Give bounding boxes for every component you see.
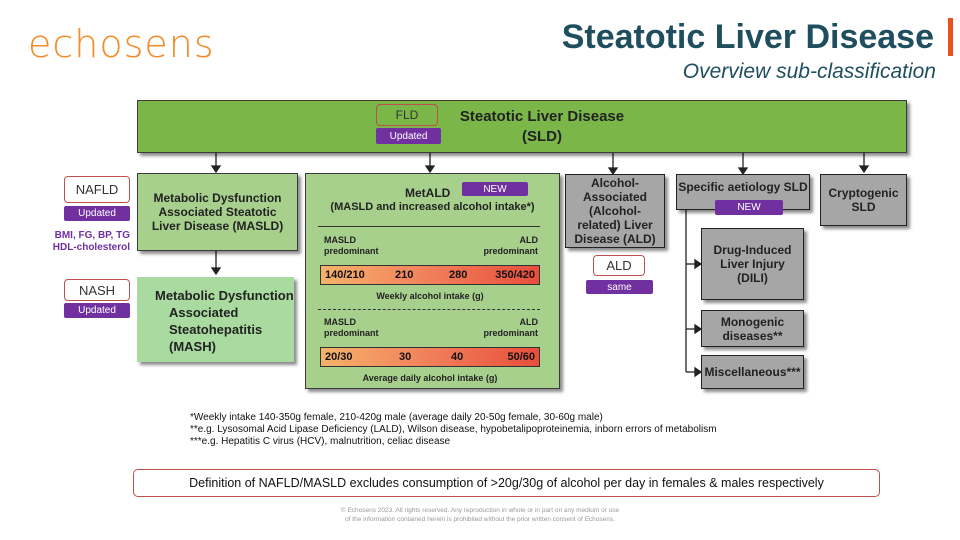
miscellaneous-box: Miscellaneous*** xyxy=(701,355,804,389)
cryptogenic-text: Cryptogenic SLD xyxy=(828,186,899,214)
metald-title: MetALD xyxy=(405,186,451,200)
monogenic-text: Monogenic diseases** xyxy=(720,314,785,343)
masld-updated-badge: Updated xyxy=(64,206,130,221)
weekly-value-3: 280 xyxy=(449,269,468,281)
nafld-old-tag: NAFLD xyxy=(64,176,130,203)
footnote-2: **e.g. Lysosomal Acid Lipase Deficiency … xyxy=(190,424,717,435)
copyright: © Echosens 2023. All rights reserved. An… xyxy=(240,506,720,524)
monogenic-box: Monogenic diseases** xyxy=(701,310,804,347)
weekly-caption: Weekly alcohol intake (g) xyxy=(376,291,484,301)
footnote-1: *Weekly intake 140-350g female, 210-420g… xyxy=(190,412,603,423)
title-accent-bar xyxy=(948,18,953,56)
mash-updated-badge: Updated xyxy=(64,303,130,318)
metald-new-badge: NEW xyxy=(462,182,528,196)
miscellaneous-text: Miscellaneous*** xyxy=(704,365,801,379)
metald-divider xyxy=(318,226,540,227)
specific-new-badge: NEW xyxy=(715,200,783,215)
masld-text: Metabolic Dysfunction Associated Steatot… xyxy=(151,191,284,233)
definition-box: Definition of NAFLD/MASLD excludes consu… xyxy=(133,469,880,497)
ald-box: Alcohol-Associated (Alcohol-related) Liv… xyxy=(565,174,665,248)
ald-same-badge: same xyxy=(586,280,653,294)
sld-abbrev: (SLD) xyxy=(522,127,562,145)
sld-box: Steatotic Liver Disease (SLD) xyxy=(137,100,907,153)
mash-box: Metabolic Dysfunction Associated Steatoh… xyxy=(137,277,294,362)
criteria-line-2: HDL-cholesterol xyxy=(52,242,130,253)
daily-value-3: 40 xyxy=(451,351,464,363)
copyright-line-1: © Echosens 2023. All rights reserved. An… xyxy=(340,507,620,514)
fld-old-tag: FLD xyxy=(376,104,438,126)
page-subtitle: Overview sub-classification xyxy=(682,60,936,83)
daily-value-1: 20/30 xyxy=(325,351,353,363)
cryptogenic-box: Cryptogenic SLD xyxy=(820,174,907,226)
mash-line-1: Metabolic Dysfunction xyxy=(155,288,294,303)
mash-line-3: Steatohepatitis xyxy=(169,322,263,337)
daily-right-label: ALD predominant xyxy=(483,317,538,338)
weekly-left-label: MASLD predominant xyxy=(324,235,379,256)
criteria-line-1: BMI, FG, BP, TG xyxy=(54,230,130,241)
daily-intake-bar: 20/30 30 40 50/60 xyxy=(320,347,540,367)
dili-box: Drug-Induced Liver Injury (DILI) xyxy=(701,228,804,300)
weekly-value-2: 210 xyxy=(395,269,414,281)
weekly-intake-bar: 140/210 210 280 350/420 xyxy=(320,265,540,285)
daily-caption: Average daily alcohol intake (g) xyxy=(362,373,498,383)
copyright-line-2: of the information contained herein is p… xyxy=(345,516,615,523)
specific-aetiology-title: Specific aetiology SLD xyxy=(678,180,808,194)
footnote-3: ***e.g. Hepatitis C virus (HCV), malnutr… xyxy=(190,436,451,447)
weekly-value-4: 350/420 xyxy=(495,269,535,281)
metald-subtitle: (MASLD and increased alcohol intake*) xyxy=(330,201,535,213)
weekly-right-label: ALD predominant xyxy=(483,235,538,256)
mash-line-2: Associated xyxy=(169,305,239,320)
masld-criteria: BMI, FG, BP, TG HDL-cholesterol xyxy=(38,230,130,254)
definition-text: Definition of NAFLD/MASLD excludes consu… xyxy=(189,476,824,490)
metald-dashed-divider xyxy=(318,309,540,310)
daily-left-label: MASLD predominant xyxy=(324,317,379,338)
dili-text: Drug-Induced Liver Injury (DILI) xyxy=(713,243,792,285)
daily-value-2: 30 xyxy=(399,351,412,363)
footnotes: *Weekly intake 140-350g female, 210-420g… xyxy=(190,412,830,448)
nash-old-tag: NASH xyxy=(64,279,130,301)
mash-line-4: (MASH) xyxy=(169,339,216,354)
masld-box: Metabolic Dysfunction Associated Steatot… xyxy=(137,173,298,251)
ald-old-tag: ALD xyxy=(593,255,645,276)
ald-text: Alcohol-Associated (Alcohol-related) Liv… xyxy=(574,176,656,246)
echosens-logo: echosens xyxy=(28,22,215,66)
sld-title: Steatotic Liver Disease xyxy=(459,107,625,125)
daily-value-4: 50/60 xyxy=(507,351,535,363)
sld-updated-badge: Updated xyxy=(376,128,441,144)
page-title: Steatotic Liver Disease xyxy=(561,18,934,56)
weekly-value-1: 140/210 xyxy=(325,269,365,281)
